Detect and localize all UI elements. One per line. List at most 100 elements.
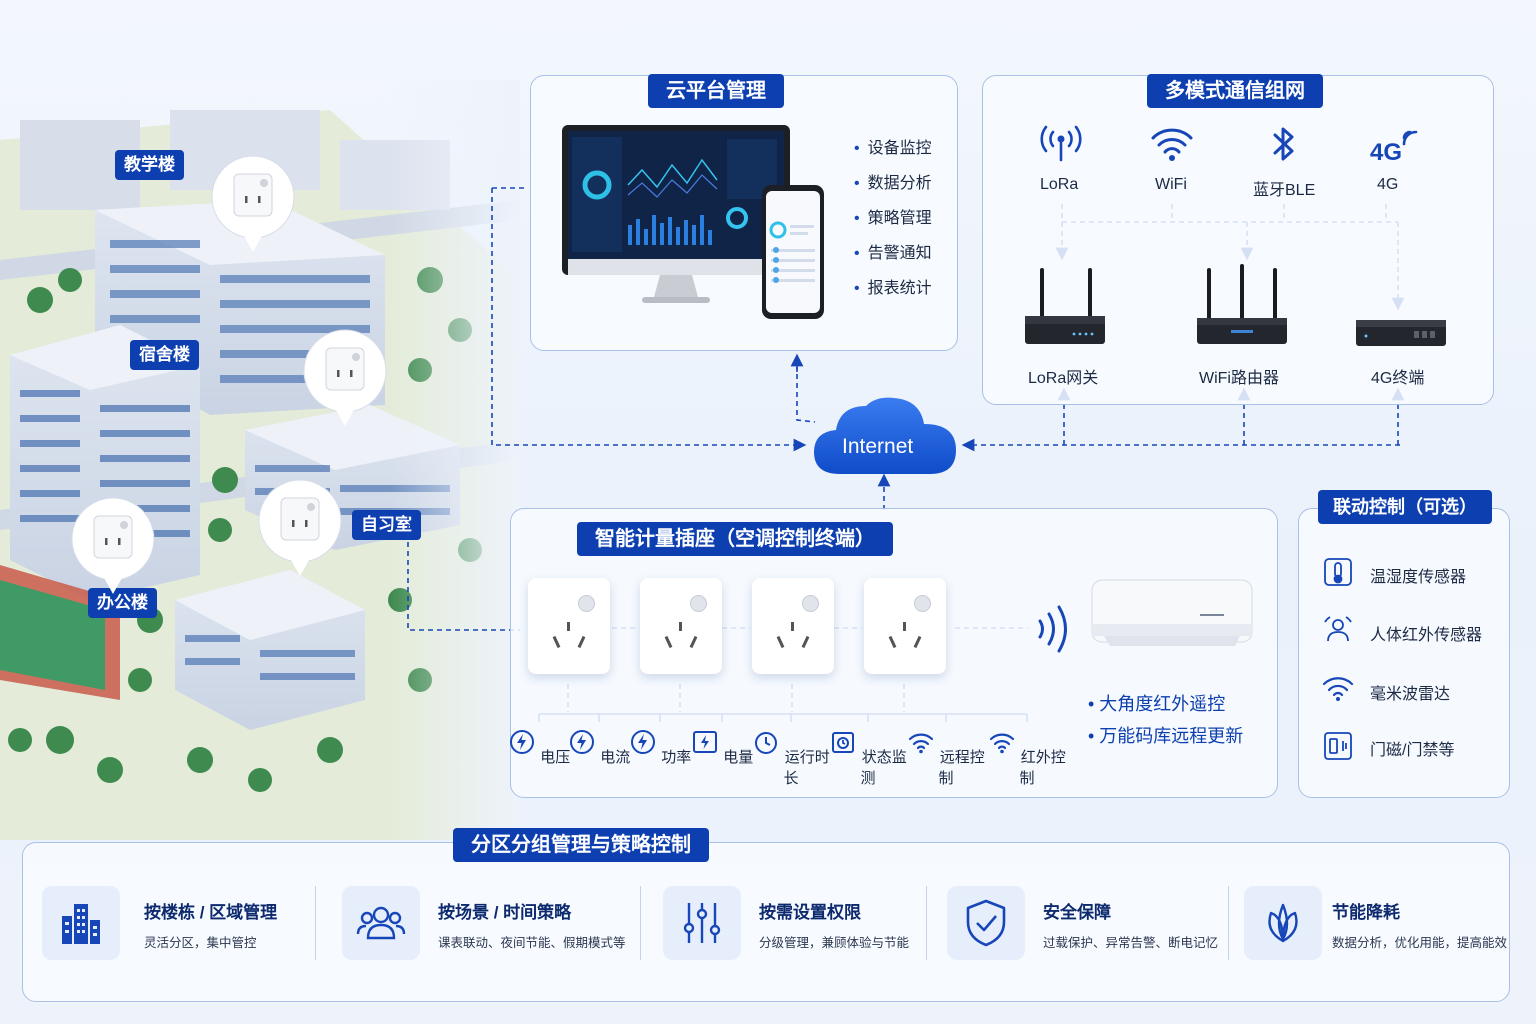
internet-cloud xyxy=(810,394,960,478)
metric-label: 电流 xyxy=(600,749,631,766)
strategy-item-permission: 按需设置权限 分级管理，兼顾体验与节能 xyxy=(663,886,923,966)
linkage-item-door: 门磁/门禁等 xyxy=(1370,742,1455,759)
lightning-icon xyxy=(569,730,594,754)
metric-label: 功率 xyxy=(661,749,692,766)
radar-wave-icon xyxy=(1322,672,1354,704)
building-label-office: 办公楼 xyxy=(88,588,157,618)
metric-power: 功率 xyxy=(620,728,700,767)
strategy-item-desc: 分级管理，兼顾体验与节能 xyxy=(759,936,910,950)
metric-label: 电压 xyxy=(540,749,571,766)
metric-voltage: 电压 xyxy=(499,728,579,767)
building-label-study: 自习室 xyxy=(352,510,421,540)
monitor-mockup xyxy=(562,125,792,317)
gateway-label-4g: 4G终端 xyxy=(1371,370,1425,387)
metric-label: 远程控制 xyxy=(938,749,985,787)
strategy-item-title: 按场景 / 时间策略 xyxy=(438,903,572,922)
phone-mockup xyxy=(762,185,824,319)
sliders-icon xyxy=(683,903,721,943)
divider xyxy=(1228,886,1229,960)
metric-runtime: 运行时长 xyxy=(751,728,831,788)
wifi-icon xyxy=(990,733,1015,754)
building-label-teaching: 教学楼 xyxy=(115,150,184,180)
metric-label: 状态监测 xyxy=(860,749,907,787)
air-conditioner-image xyxy=(1090,578,1254,650)
strategy-item-title: 按需设置权限 xyxy=(759,903,861,922)
cloud-feature-list: 设备监控 数据分析 策略管理 告警通知 报表统计 xyxy=(854,139,932,314)
clock-icon xyxy=(755,732,778,754)
metric-energy: 电量 xyxy=(682,728,762,767)
metric-label: 红外控制 xyxy=(1019,749,1066,787)
strategy-item-desc: 灵活分区，集中管控 xyxy=(144,936,257,950)
cloud-icon xyxy=(814,397,956,474)
network-panel xyxy=(982,75,1494,405)
wifi-icon xyxy=(909,733,934,754)
strategy-item-title: 按楼栋 / 区域管理 xyxy=(144,903,278,922)
users-group-icon xyxy=(356,906,406,940)
4g-terminal-device xyxy=(1354,316,1448,352)
metric-label: 电量 xyxy=(723,749,754,766)
building-label-dorm: 宿舍楼 xyxy=(130,340,199,370)
gateway-label-wifi: WiFi路由器 xyxy=(1199,370,1279,387)
cloud-feature-item: 数据分析 xyxy=(854,174,932,209)
socket-pin-office xyxy=(68,494,158,604)
wifi-router-device xyxy=(1195,262,1289,352)
thermometer-icon xyxy=(1322,556,1354,588)
gateway-label-lora: LoRa网关 xyxy=(1028,370,1099,387)
linkage-item-radar: 毫米波雷达 xyxy=(1370,686,1451,703)
energy-meter-icon xyxy=(692,731,717,753)
socket-feature-list: • 大角度红外遥控 • 万能码库远程更新 xyxy=(1088,690,1243,754)
divider xyxy=(315,886,316,960)
cloud-feature-item: 报表统计 xyxy=(854,279,932,314)
smart-socket-3 xyxy=(752,578,834,674)
building-icon xyxy=(62,904,100,944)
wifi-icon xyxy=(1150,126,1194,162)
svg-text:4G: 4G xyxy=(1370,139,1402,164)
infrared-wave-icon xyxy=(1034,604,1074,654)
cloud-feature-item: 设备监控 xyxy=(854,139,932,174)
metric-label: 运行时长 xyxy=(783,749,830,787)
smart-socket-1 xyxy=(528,578,610,674)
lightning-icon xyxy=(630,730,655,754)
protocol-label-4g: 4G xyxy=(1377,176,1399,193)
smart-socket-2 xyxy=(640,578,722,674)
leaf-icon xyxy=(1268,903,1298,943)
socket-feature-item: • 大角度红外遥控 xyxy=(1088,694,1226,714)
divider xyxy=(926,886,927,960)
socket-pin-study xyxy=(255,476,345,586)
socket-pin-study-top xyxy=(300,326,390,436)
smart-socket-4 xyxy=(864,578,946,674)
network-title: 多模式通信组网 xyxy=(1147,74,1323,108)
strategy-item-title: 安全保障 xyxy=(1043,903,1111,922)
metric-remote: 远程控制 xyxy=(906,728,986,788)
strategy-item-energy: 节能降耗 数据分析，优化用能，提高能效 xyxy=(1244,886,1508,966)
smart-socket-title: 智能计量插座（空调控制终端） xyxy=(577,522,893,556)
lora-gateway-device xyxy=(1022,262,1108,352)
strategy-item-safety: 安全保障 过载保护、异常告警、断电记忆 xyxy=(947,886,1227,966)
linkage-item-temp: 温湿度传感器 xyxy=(1370,569,1467,586)
linkage-panel xyxy=(1298,508,1510,798)
protocol-label-ble: 蓝牙BLE xyxy=(1253,182,1316,199)
bluetooth-icon xyxy=(1270,124,1298,164)
strategy-item-desc: 数据分析，优化用能，提高能效 xyxy=(1332,936,1508,950)
socket-feature-item: • 万能码库远程更新 xyxy=(1088,726,1244,746)
cloud-feature-item: 告警通知 xyxy=(854,244,932,279)
strategy-item-desc: 课表联动、夜间节能、假期模式等 xyxy=(438,936,626,950)
strategy-title: 分区分组管理与策略控制 xyxy=(453,828,709,862)
cloud-feature-item: 策略管理 xyxy=(854,209,932,244)
strategy-item-building: 按楼栋 / 区域管理 灵活分区，集中管控 xyxy=(42,886,312,966)
socket-pin-teaching xyxy=(208,152,298,262)
internet-label: Internet xyxy=(842,435,914,458)
metric-status: 状态监测 xyxy=(828,728,908,788)
strategy-item-desc: 过载保护、异常告警、断电记忆 xyxy=(1043,936,1219,950)
divider xyxy=(640,886,641,960)
door-sensor-icon xyxy=(1322,730,1354,762)
pir-person-icon xyxy=(1322,614,1354,646)
protocol-label-lora: LoRa xyxy=(1040,176,1079,193)
linkage-title: 联动控制（可选） xyxy=(1318,490,1492,524)
strategy-item-scene: 按场景 / 时间策略 课表联动、夜间节能、假期模式等 xyxy=(342,886,642,966)
protocol-label-wifi: WiFi xyxy=(1155,176,1187,193)
lora-antenna-icon xyxy=(1038,124,1084,162)
status-monitor-icon xyxy=(832,732,855,753)
shield-check-icon xyxy=(966,899,1006,947)
4g-signal-icon: 4G xyxy=(1368,124,1420,166)
